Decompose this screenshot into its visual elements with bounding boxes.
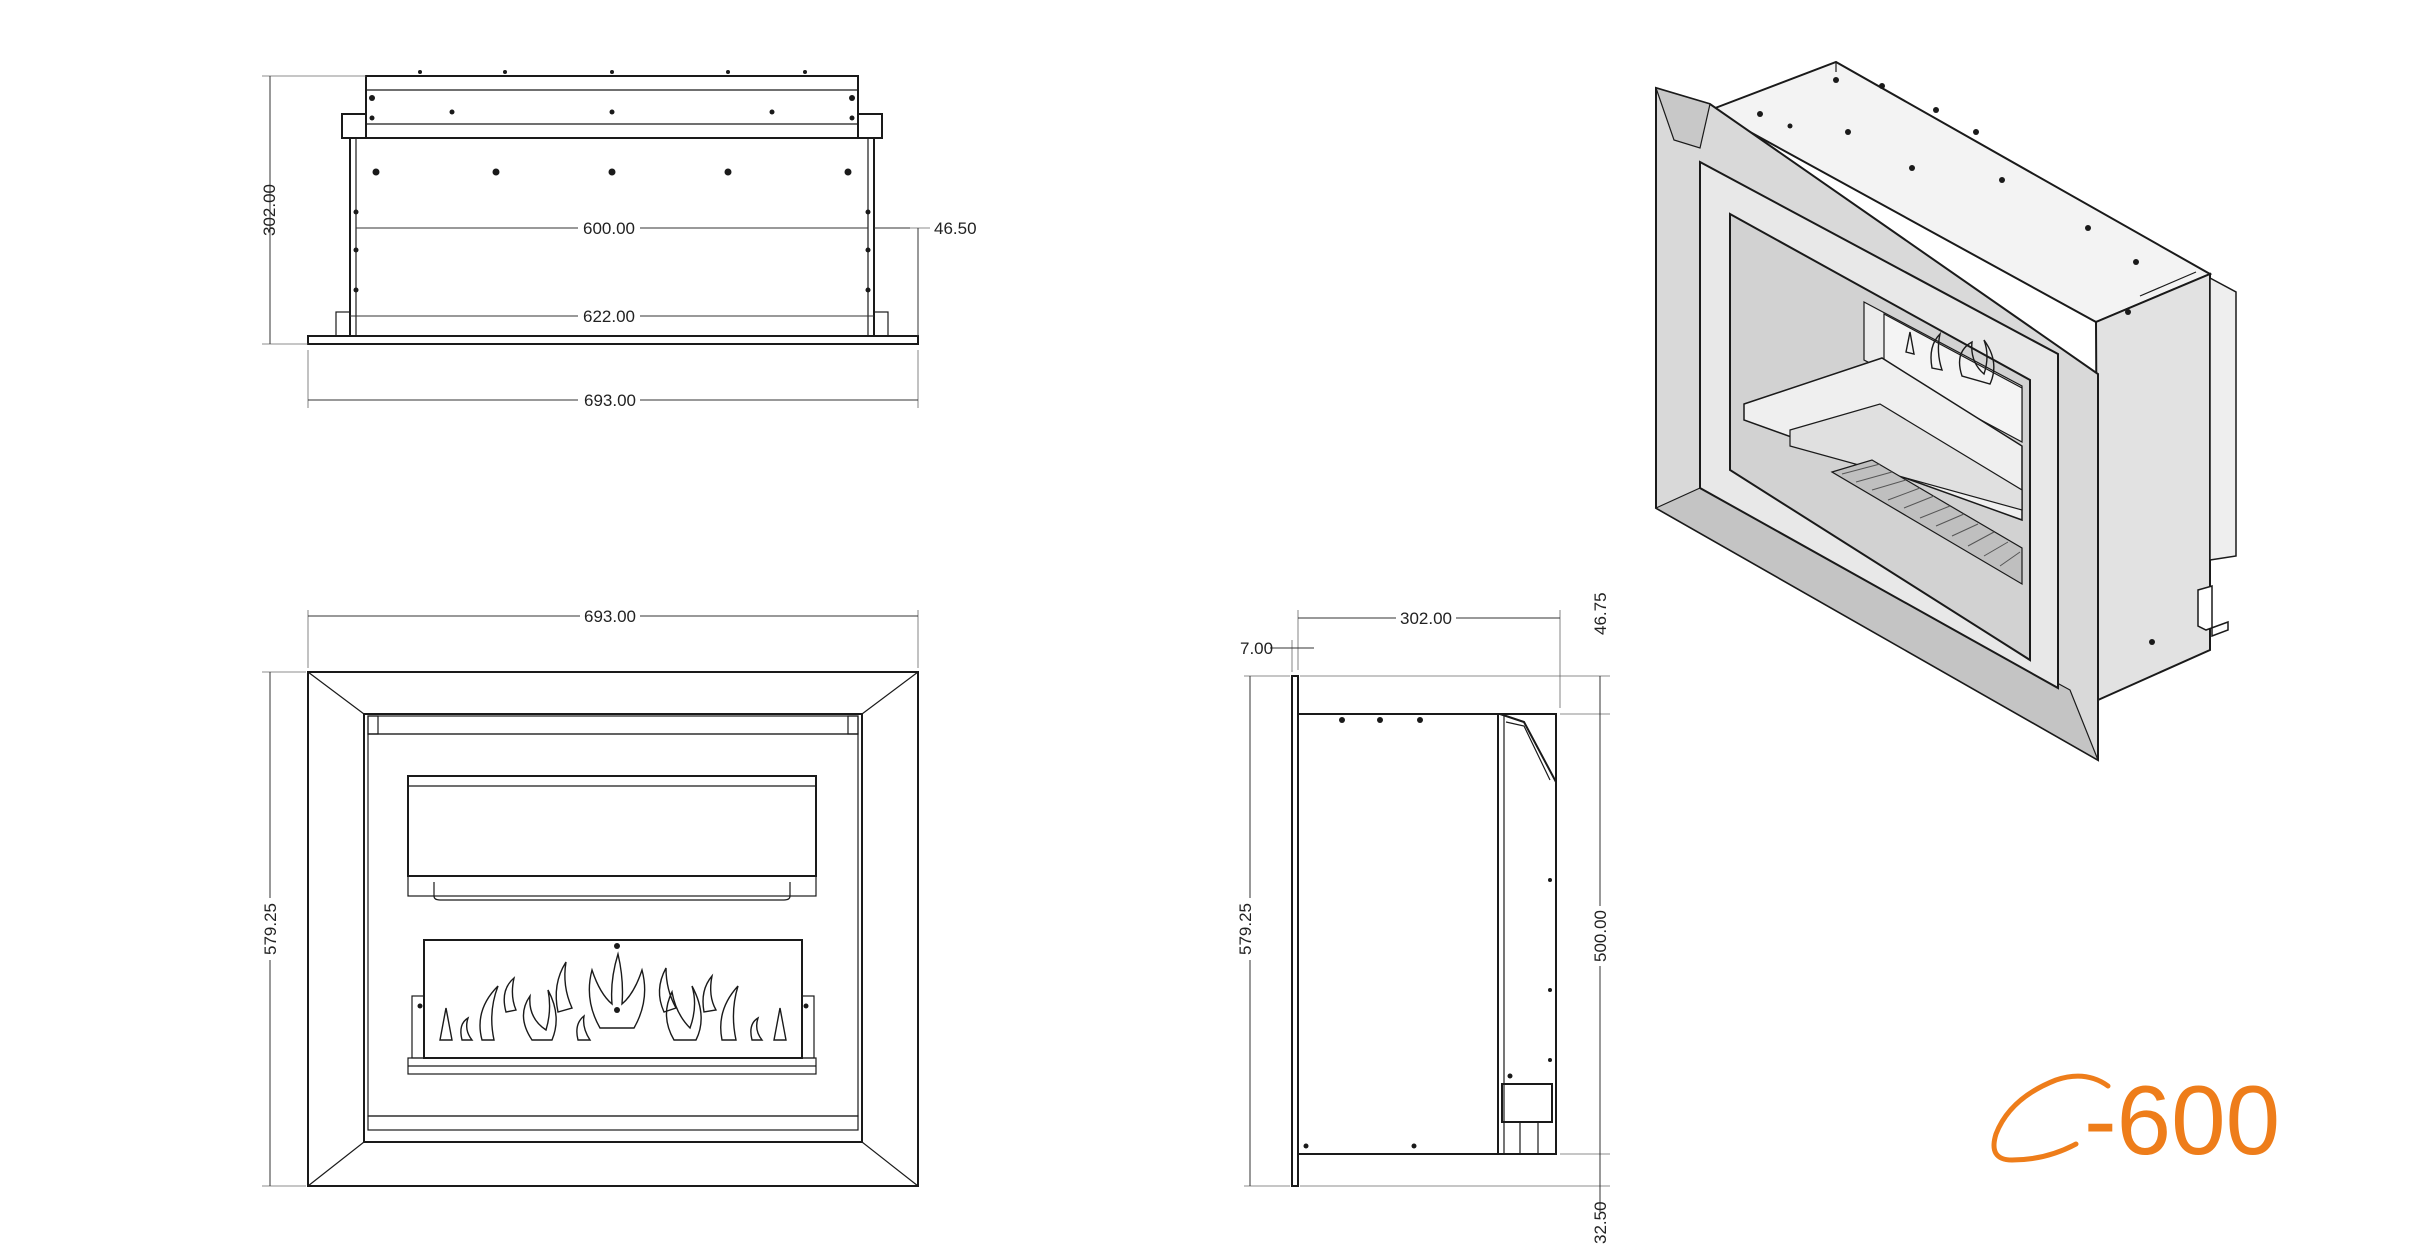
side-view: 302.00 7.00 46.75 579.25 500.00 32.50: [1232, 592, 1613, 1244]
front-view-surround-inner: [363, 713, 863, 1143]
isometric-view: [1654, 60, 2237, 762]
iso-bolts: [1757, 77, 2155, 645]
side-view-top-offset-label: 46.75: [1591, 592, 1610, 635]
front-view-height-label: 579.25: [261, 903, 280, 955]
side-view-depth-label: 302.00: [1400, 609, 1452, 628]
iso-grille: [1830, 459, 2023, 586]
product-logo: -600: [1991, 1065, 2280, 1175]
top-view-left-tab: [341, 113, 367, 139]
flame-cutouts: [439, 951, 787, 1041]
top-view-inner-width-label: 600.00: [583, 219, 635, 238]
front-view-upper-panel: [407, 775, 817, 877]
top-view: 302.00 600.00 46.50 622.00 693.00: [260, 70, 977, 410]
top-view-body-width-label: 622.00: [583, 307, 635, 326]
top-view-dimensions: [262, 75, 930, 408]
c-swoosh-icon: [1991, 1073, 2111, 1163]
top-view-right-tab: [857, 113, 883, 139]
top-view-offset-label: 46.50: [934, 219, 977, 238]
front-view: 693.00 579.25: [260, 607, 919, 1187]
side-view-lip-label: 7.00: [1240, 639, 1273, 658]
top-view-front-flange: [307, 335, 919, 345]
logo-text: -600: [2084, 1065, 2280, 1175]
side-view-height-label: 579.25: [1236, 903, 1255, 955]
front-view-surround-outer: [307, 671, 919, 1187]
top-view-height-label: 302.00: [260, 184, 279, 236]
front-view-dimensions: [262, 610, 919, 1187]
side-view-connector: [1501, 1083, 1553, 1123]
top-view-bolts: [353, 70, 871, 293]
iso-side-panel: [2094, 272, 2211, 702]
side-view-body-label: 500.00: [1591, 910, 1610, 962]
side-view-body: [1297, 713, 1499, 1155]
side-view-bottom-offset-label: 32.50: [1591, 1201, 1610, 1244]
top-view-rear-plate: [365, 75, 859, 139]
front-view-flame-tray: [423, 939, 803, 1059]
side-view-rear: [1497, 713, 1557, 1155]
front-view-width-label: 693.00: [584, 607, 636, 626]
top-view-overall-width-label: 693.00: [584, 391, 636, 410]
